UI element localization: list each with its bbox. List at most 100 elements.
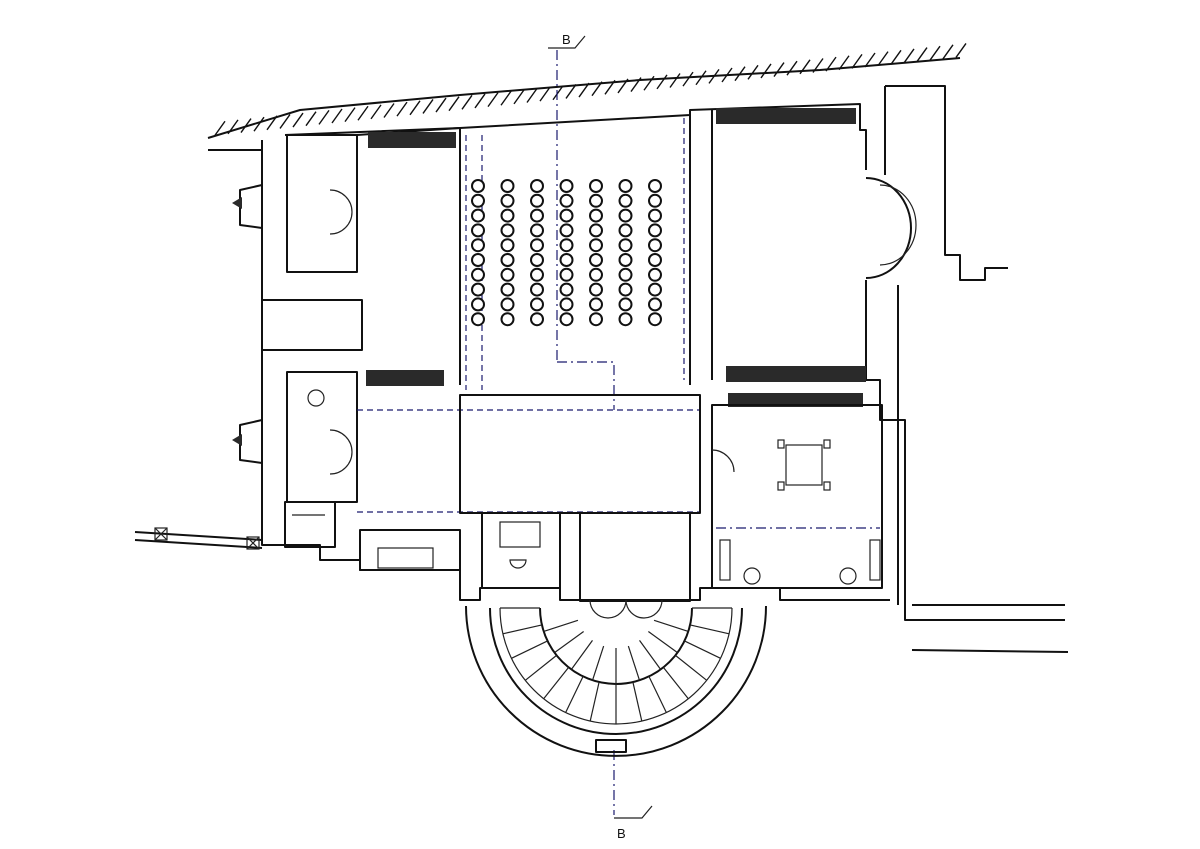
seat-icon — [530, 312, 544, 327]
hatch-line — [929, 45, 941, 61]
hatch-line — [565, 84, 577, 99]
seat-icon — [648, 282, 662, 297]
seat-icon — [530, 297, 544, 312]
hatch-line — [435, 97, 447, 113]
hatch-line — [305, 111, 317, 127]
hatch-line — [955, 43, 967, 58]
stair-tread — [648, 676, 667, 713]
seat-icon — [618, 253, 633, 267]
seat-icon — [589, 238, 603, 253]
hatch-line — [461, 94, 473, 110]
seat-icon — [530, 193, 544, 208]
seat-icon — [618, 208, 633, 223]
seat-icon — [648, 312, 662, 327]
hatch-line — [643, 75, 655, 91]
hatch-line — [825, 56, 837, 72]
bench-top-right — [716, 108, 856, 124]
entrance-arrows — [232, 197, 242, 446]
seat-icon — [471, 208, 485, 223]
seat-icon — [471, 179, 485, 193]
stair-tread — [632, 681, 643, 722]
seat-icon — [648, 253, 662, 267]
spiral-staircase — [465, 605, 767, 757]
hatch-line — [448, 96, 460, 112]
seat-icon — [618, 193, 633, 208]
seat-icon — [589, 223, 603, 238]
hatch-line — [916, 47, 928, 62]
hatch-line — [773, 62, 785, 77]
seat-icon — [589, 208, 603, 223]
arrow-icon-upper — [232, 197, 242, 209]
hatch-line — [292, 112, 304, 128]
inner-tread — [639, 640, 662, 670]
hatch-line — [799, 59, 811, 75]
seat-icon — [589, 193, 603, 208]
hatch-line — [331, 108, 343, 124]
outer-walls — [208, 85, 1008, 621]
hatch-line — [370, 104, 382, 120]
seat-icon — [559, 282, 574, 297]
inner-tread — [591, 645, 605, 681]
hatch-line — [851, 53, 863, 69]
seat-icon — [500, 267, 515, 282]
seat-icon — [500, 193, 515, 208]
hatch-line — [721, 67, 733, 83]
hatch-line — [682, 71, 694, 87]
seat-icon — [530, 238, 544, 253]
hatch-line — [383, 103, 395, 118]
stair-tread — [675, 654, 708, 681]
inner-tread — [627, 645, 641, 681]
hatch-line — [279, 114, 291, 129]
hatch-line — [552, 85, 564, 101]
hatch-line — [357, 105, 369, 121]
table — [785, 444, 823, 486]
section-line-b: B B — [548, 32, 653, 841]
seat-icon — [589, 267, 603, 282]
hatch-line — [669, 73, 681, 88]
hatch-line — [344, 107, 356, 123]
inner-tread — [554, 631, 584, 654]
hatch-line — [812, 58, 824, 73]
hatch-line — [578, 82, 590, 98]
hatch-line — [422, 99, 434, 114]
hatch-line — [864, 52, 876, 68]
east-corridor — [911, 604, 1069, 653]
seat-icon — [618, 238, 633, 253]
hatch-line — [890, 49, 902, 65]
seat-icon — [471, 312, 485, 327]
seat-icon — [618, 297, 633, 312]
hatch-line — [760, 63, 772, 79]
seat-icon — [530, 282, 544, 297]
hatch-line — [500, 90, 512, 106]
seat-icon — [648, 297, 662, 312]
hatch-line — [838, 55, 850, 71]
seat-icon — [559, 253, 574, 267]
main-hall — [356, 108, 866, 513]
seat-icon — [500, 297, 515, 312]
hatch-line — [396, 101, 408, 117]
seat-icon — [471, 193, 485, 208]
bench-dining — [728, 393, 863, 407]
bench-bottom-right — [726, 366, 866, 382]
hatch-line — [474, 93, 486, 109]
seat-icon — [500, 253, 515, 267]
hatch-line — [240, 118, 252, 133]
stair-tread — [589, 681, 600, 722]
seat-icon — [471, 282, 485, 297]
seat-icon — [471, 267, 485, 282]
seat-icon — [589, 312, 603, 327]
seat-icon — [500, 238, 515, 253]
right-rooms — [711, 177, 917, 589]
seat-icon — [559, 238, 574, 253]
seat-icon — [618, 267, 633, 282]
hatch-line — [942, 44, 954, 60]
left-rooms — [239, 134, 461, 571]
hatch-line — [214, 120, 226, 136]
seat-icon — [618, 179, 633, 193]
hatch-line — [266, 115, 278, 131]
seat-icon — [559, 193, 574, 208]
stair-tread — [543, 667, 570, 700]
hatch-line — [877, 51, 889, 67]
stair-tread — [502, 624, 543, 635]
seat-icon — [559, 297, 574, 312]
